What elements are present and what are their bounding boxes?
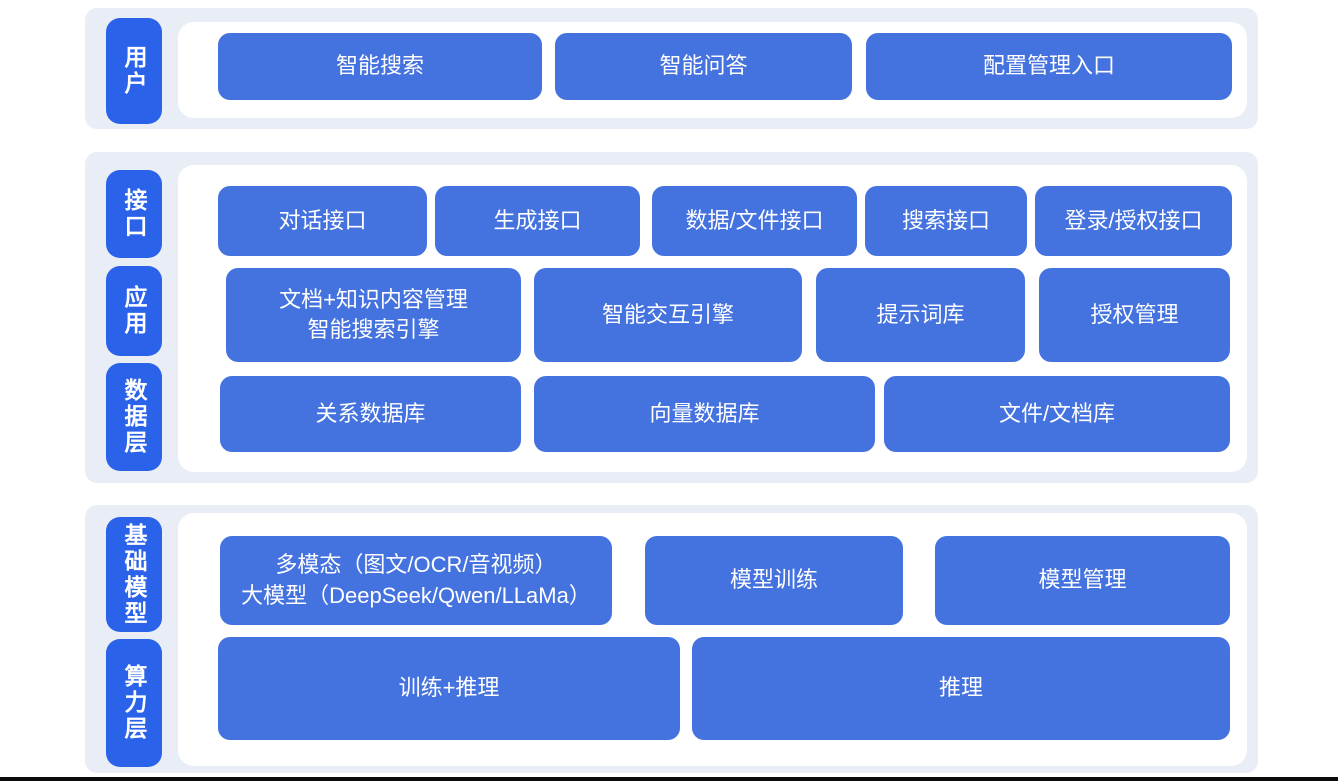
footer-divider xyxy=(0,777,1338,781)
block-config-management-entry: 配置管理入口 xyxy=(866,33,1232,100)
block-doc-knowledge-management: 文档+知识内容管理 智能搜索引擎 xyxy=(226,268,521,362)
block-search-api: 搜索接口 xyxy=(865,186,1027,256)
block-smart-qa: 智能问答 xyxy=(555,33,852,100)
section-user-layer: 用户 智能搜索 智能问答 配置管理入口 xyxy=(85,8,1258,129)
block-dialog-api: 对话接口 xyxy=(218,186,427,256)
section-foundation-layers: 基础模型 算力层 多模态（图文/OCR/音视频） 大模型（DeepSeek/Qw… xyxy=(85,505,1258,773)
block-inference: 推理 xyxy=(692,637,1230,740)
block-generation-api: 生成接口 xyxy=(435,186,640,256)
block-smart-search: 智能搜索 xyxy=(218,33,542,100)
section-platform-layers: 接口 应用 数据层 对话接口 生成接口 数据/文件接口 搜索接口 登录/授权接口… xyxy=(85,152,1258,483)
block-multimodal-llm: 多模态（图文/OCR/音视频） 大模型（DeepSeek/Qwen/LLaMa） xyxy=(220,536,612,625)
block-model-management: 模型管理 xyxy=(935,536,1230,625)
layer-pill-application: 应用 xyxy=(106,266,162,356)
block-login-auth-api: 登录/授权接口 xyxy=(1035,186,1232,256)
layer-pill-interface: 接口 xyxy=(106,170,162,258)
layer-pill-data-layer: 数据层 xyxy=(106,363,162,471)
layer-pill-foundation-model: 基础模型 xyxy=(106,517,162,632)
block-model-training: 模型训练 xyxy=(645,536,903,625)
block-smart-interaction-engine: 智能交互引擎 xyxy=(534,268,802,362)
block-training-inference: 训练+推理 xyxy=(218,637,680,740)
block-authorization-management: 授权管理 xyxy=(1039,268,1230,362)
block-relational-database: 关系数据库 xyxy=(220,376,521,452)
block-prompt-library: 提示词库 xyxy=(816,268,1025,362)
layer-pill-user: 用户 xyxy=(106,18,162,124)
block-file-document-store: 文件/文档库 xyxy=(884,376,1230,452)
layer-pill-compute-layer: 算力层 xyxy=(106,639,162,767)
block-data-file-api: 数据/文件接口 xyxy=(652,186,857,256)
block-vector-database: 向量数据库 xyxy=(534,376,875,452)
